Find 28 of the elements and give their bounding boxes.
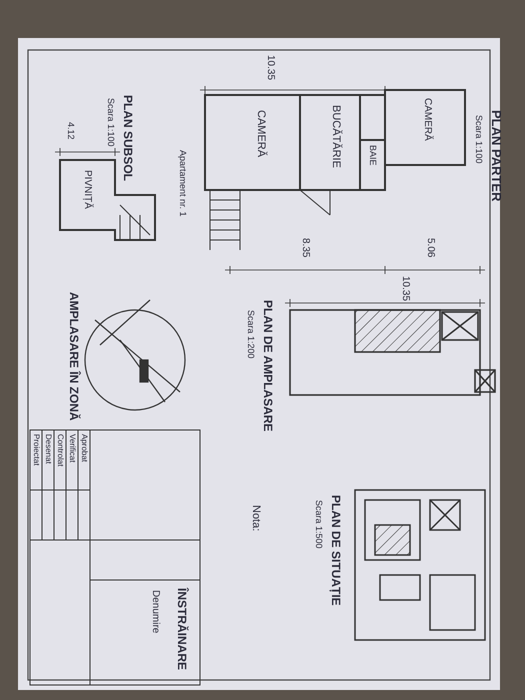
room-label: CAMERĂ [255, 110, 266, 158]
plan-title: PLAN PARTER [490, 110, 503, 202]
scale-note: Scara 1:100 [474, 115, 483, 164]
dimension-label: 8.35 [300, 238, 310, 258]
title-block-label: Aprobat [80, 434, 88, 462]
title-block-label: Verificat [68, 434, 76, 462]
plan-title: PLAN DE AMPLASARE [262, 300, 274, 432]
plan-title: PLAN DE SITUAȚIE [330, 495, 342, 606]
title-block-label: Controlat [56, 434, 64, 466]
room-label: CAMERĂ [422, 98, 432, 141]
room-label: BAIE [368, 145, 377, 166]
title-block-label: Proiectat [32, 434, 40, 466]
scale-note: Scara 1:500 [314, 500, 323, 549]
plan-title: AMPLASARE ÎN ZONĂ [68, 292, 80, 421]
note-label: Nota: [250, 505, 261, 532]
title-block-label: Denumire [150, 590, 160, 634]
dimension-label: 5.06 [425, 238, 435, 258]
scale-note: Scara 1:200 [246, 310, 255, 359]
unit-label: Apartament nr. 1 [178, 150, 187, 217]
dimension-label: 10.35 [265, 55, 275, 80]
title-block-label: Desenat [44, 434, 52, 464]
plan-title: ÎNSTRĂINARE [176, 588, 188, 670]
dimension-label: 10.35 [400, 276, 410, 302]
room-label: PIVNIȚĂ [82, 170, 92, 209]
room-label: BUCĂTĂRIE [330, 105, 341, 168]
dimension-label: 4.12 [66, 122, 75, 140]
plan-title: PLAN SUBSOL [122, 95, 134, 182]
scale-note: Scara 1:100 [106, 98, 115, 147]
